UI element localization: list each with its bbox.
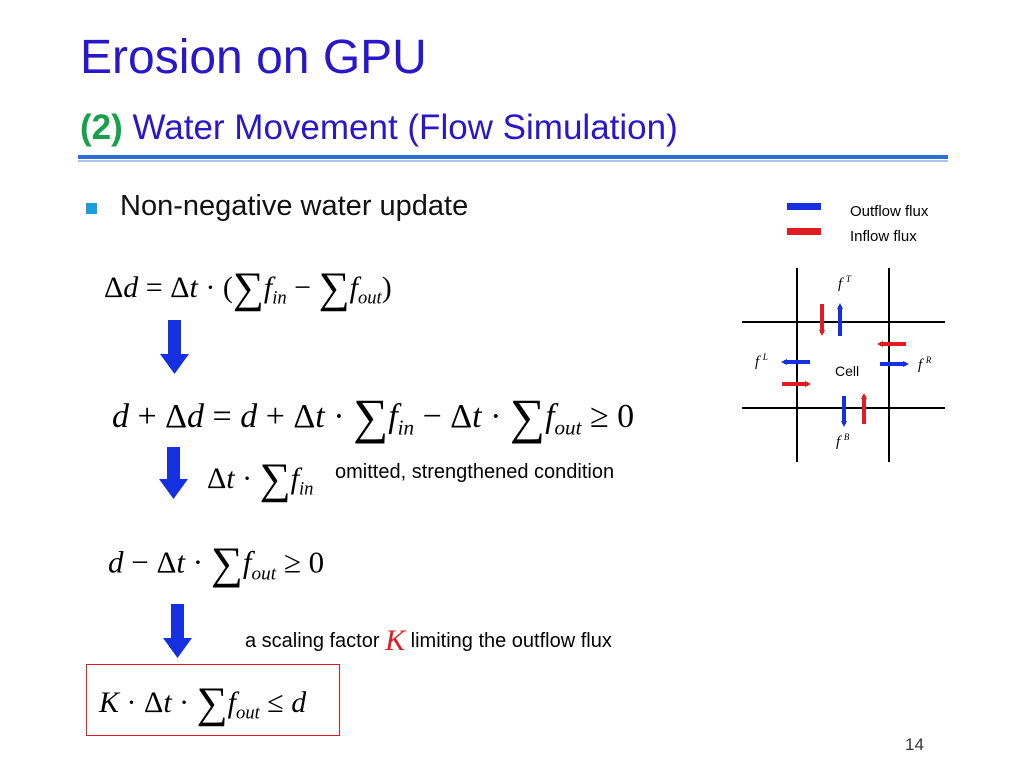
equation-strengthened: d − Δt · ∑fout ≥ 0 (108, 538, 325, 588)
down-arrow-icon (163, 604, 192, 658)
final-condition-box (86, 664, 340, 736)
outflow-legend-swatch (787, 203, 821, 210)
flux-label-right: f R (918, 355, 932, 373)
down-arrow-icon (159, 447, 188, 499)
subtitle-text: Water Movement (Flow Simulation) (132, 108, 678, 147)
flux-label-bottom: f B (836, 432, 850, 450)
subtitle-number: (2) (80, 108, 123, 147)
equation-water-update: Δd = Δt · (∑fin − ∑fout) (104, 264, 392, 312)
down-arrow-icon (160, 320, 189, 374)
flux-label-left: f L (755, 352, 768, 370)
scaling-factor-symbol: K (385, 624, 406, 657)
legend-inflow-label: Inflow flux (850, 228, 917, 245)
equation-final-condition: K · Δt · ∑fout ≤ d (99, 679, 307, 727)
slide-subtitle: (2) Water Movement (Flow Simulation) (80, 108, 678, 148)
equation-non-negative: d + Δd = d + Δt · ∑fin − Δt · ∑fout ≥ 0 (112, 389, 635, 444)
title-divider-shadow (78, 160, 948, 162)
scaling-factor-note: a scaling factor K limiting the outflow … (245, 624, 612, 658)
inflow-legend-swatch (787, 228, 821, 235)
strengthened-condition-note: omitted, strengthened condition (335, 461, 615, 483)
bullet-text: Non-negative water update (120, 190, 469, 222)
scaling-note-before: a scaling factor (245, 630, 380, 652)
flux-label-top: f T (838, 274, 851, 292)
bullet-marker (86, 203, 97, 214)
page-number: 14 (905, 735, 924, 754)
equation-inflow-term: Δt · ∑fin (207, 455, 314, 503)
scaling-note-after: limiting the outflow flux (410, 630, 612, 652)
legend-outflow-label: Outflow flux (850, 203, 929, 220)
title-divider (78, 155, 948, 159)
cell-label: Cell (835, 363, 860, 379)
slide-title: Erosion on GPU (80, 31, 427, 84)
